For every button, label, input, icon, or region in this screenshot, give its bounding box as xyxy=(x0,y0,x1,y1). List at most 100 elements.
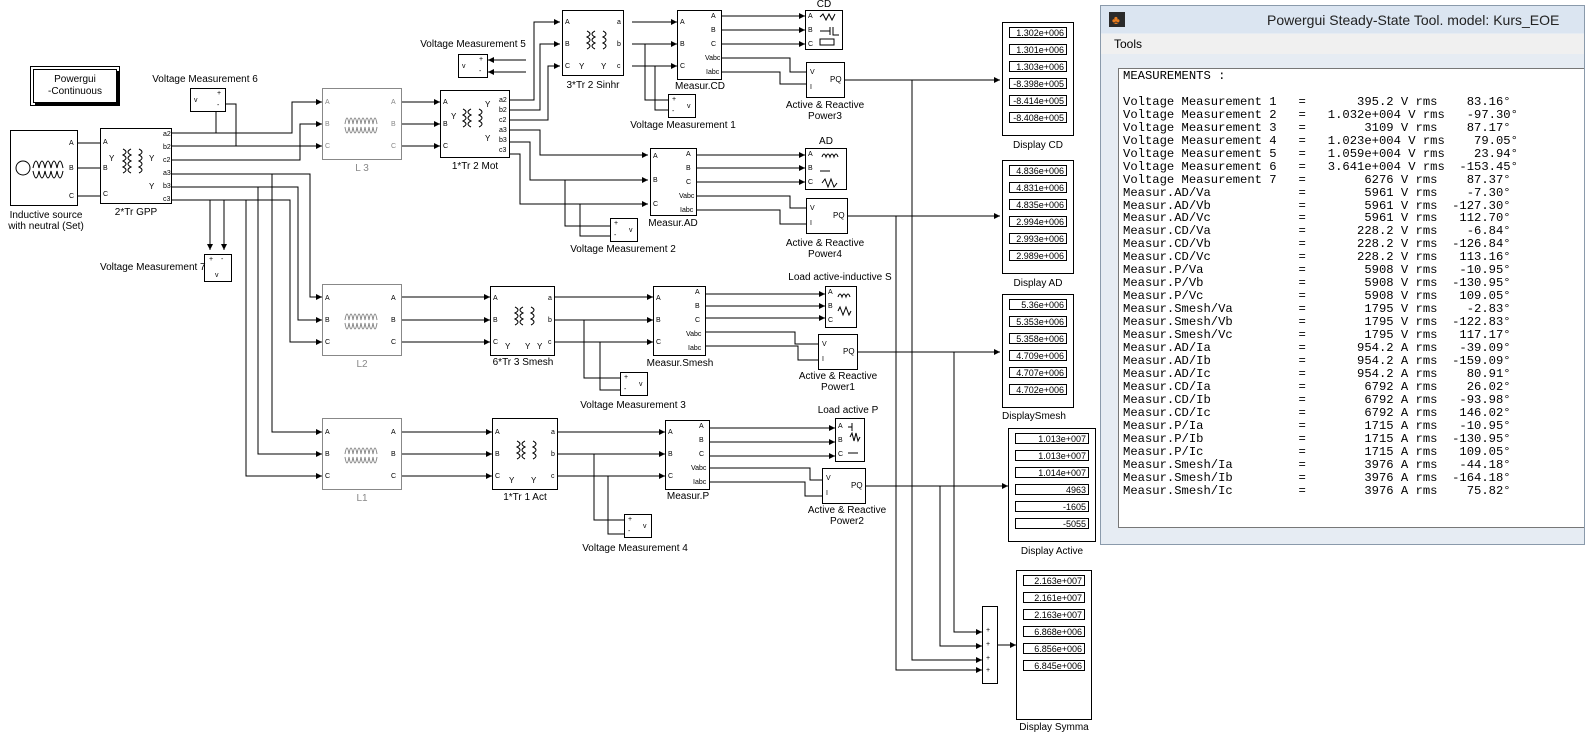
measurement-cd-label: Measur.CD xyxy=(674,81,725,92)
window-title: Powergui Steady-State Tool. model: Kurs_… xyxy=(1267,12,1560,28)
display-smesh-label: DisplaySmesh xyxy=(1002,411,1066,422)
transformer-icon: YYY xyxy=(451,100,491,143)
pq-power4-label: Active & Reactive xyxy=(785,238,865,249)
svg-text:Y: Y xyxy=(109,154,115,163)
pq-power1-sublabel: Power1 xyxy=(821,382,855,393)
svg-text:Y: Y xyxy=(485,134,491,143)
display-value: 2.163e+007 xyxy=(1023,609,1085,620)
load-smesh-label: Load active-inductive S xyxy=(788,272,892,283)
display-value: 5.358e+006 xyxy=(1009,333,1067,344)
display-value: 4.709e+006 xyxy=(1009,350,1067,361)
display-value: 1.014e+007 xyxy=(1015,467,1089,478)
voltage-measurement-7-label: Voltage Measurement 7 xyxy=(100,262,206,273)
voltage-measurement-1-block[interactable]: +-v xyxy=(668,94,696,118)
display-value: 1.013e+007 xyxy=(1015,450,1089,461)
line-l2-label: L2 xyxy=(356,359,368,370)
voltage-measurement-3-block[interactable]: +-v xyxy=(620,372,648,396)
window-titlebar[interactable]: ♣ Powergui Steady-State Tool. model: Kur… xyxy=(1101,6,1584,33)
display-smesh[interactable]: 5.36e+006 5.353e+006 5.358e+006 4.709e+0… xyxy=(1002,294,1074,408)
display-value: 4.707e+006 xyxy=(1009,367,1067,378)
display-value: 1.013e+007 xyxy=(1015,433,1089,444)
powergui-label: Powergui xyxy=(54,74,96,85)
svg-text:Y: Y xyxy=(601,62,607,71)
svg-text:Y: Y xyxy=(505,342,511,351)
transformer-gpp-label: 2*Tr GPP xyxy=(114,207,158,218)
svg-text:Y: Y xyxy=(525,342,531,351)
display-value: 5.36e+006 xyxy=(1009,299,1067,310)
display-active[interactable]: 1.013e+007 1.013e+007 1.014e+007 4963 -1… xyxy=(1008,428,1096,542)
voltage-measurement-6-label: Voltage Measurement 6 xyxy=(152,74,258,85)
pq-power4-sublabel: Power4 xyxy=(808,249,842,260)
display-symma[interactable]: 2.163e+007 2.161e+007 2.163e+007 6.868e+… xyxy=(1016,570,1092,720)
voltage-measurement-5-block[interactable]: v+- xyxy=(458,54,488,78)
transformer-mot-label: 1*Tr 2 Mot xyxy=(451,161,499,172)
transformer-sinhr-label: 3*Tr 2 Sinhr xyxy=(566,80,620,91)
display-value: -1605 xyxy=(1015,501,1089,512)
display-value: -8.408e+005 xyxy=(1009,112,1067,123)
display-value: 1.303e+006 xyxy=(1009,61,1067,72)
display-value: -5055 xyxy=(1015,518,1089,529)
display-value: 4.835e+006 xyxy=(1009,199,1067,210)
pq-power1-label: Active & Reactive xyxy=(798,371,878,382)
voltage-measurement-7-block[interactable]: +-v xyxy=(204,254,232,282)
measurements-text-area[interactable]: MEASUREMENTS : Voltage Measurement 1 = 3… xyxy=(1118,68,1584,528)
display-symma-label: Display Symma xyxy=(1019,722,1089,733)
svg-text:Y: Y xyxy=(451,112,457,121)
inductive-source-sublabel: with neutral (Set) xyxy=(8,221,84,232)
rl-load-icon xyxy=(819,12,839,46)
measurements-text: MEASUREMENTS : Voltage Measurement 1 = 3… xyxy=(1123,69,1518,498)
measurement-smesh-label: Measur.Smesh xyxy=(646,358,714,369)
powergui-block[interactable]: Powergui-Continuous xyxy=(30,66,120,106)
display-ad[interactable]: 4.836e+006 4.831e+006 4.835e+006 2.994e+… xyxy=(1002,160,1074,274)
voltage-measurement-4-block[interactable]: +-v xyxy=(624,514,652,538)
display-value: 4.831e+006 xyxy=(1009,182,1067,193)
display-value: 4.702e+006 xyxy=(1009,384,1067,395)
display-value: 6.845e+006 xyxy=(1023,660,1085,671)
pq-power3-label: Active & Reactive xyxy=(785,100,865,111)
pq-power3-sublabel: Power3 xyxy=(808,111,842,122)
svg-text:Y: Y xyxy=(149,182,155,191)
rl-load-icon xyxy=(837,293,852,317)
voltage-measurement-5-label: Voltage Measurement 5 xyxy=(420,39,526,50)
voltage-measurement-2-block[interactable]: +-v xyxy=(610,218,638,242)
voltage-measurement-6-block[interactable]: v+- xyxy=(190,88,226,112)
steady-state-tool-window[interactable]: ♣ Powergui Steady-State Tool. model: Kur… xyxy=(1100,5,1585,545)
measurement-ad-label: Measur.AD xyxy=(648,218,698,229)
line-coil-icon xyxy=(344,117,378,134)
sum-block[interactable]: ++++ xyxy=(982,606,998,684)
pq-power2-label: Active & Reactive xyxy=(807,505,887,516)
menu-tools[interactable]: Tools xyxy=(1114,37,1143,51)
line-l1-label: L1 xyxy=(356,493,368,504)
display-active-label: Display Active xyxy=(1020,546,1084,557)
svg-text:Y: Y xyxy=(531,476,537,485)
svg-text:Y: Y xyxy=(579,62,585,71)
voltage-measurement-3-label: Voltage Measurement 3 xyxy=(580,400,686,411)
display-cd[interactable]: 1.302e+006 1.301e+006 1.303e+006 -8.398e… xyxy=(1002,22,1074,136)
display-value: 1.301e+006 xyxy=(1009,44,1067,55)
